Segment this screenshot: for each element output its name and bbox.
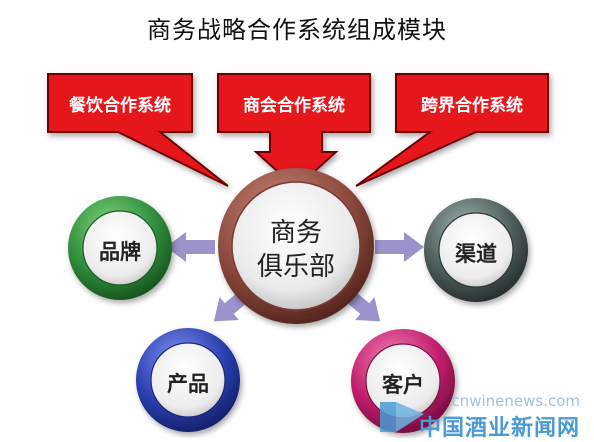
brand-label: 品牌 (99, 239, 141, 264)
center-label-line2: 俱乐部 (256, 252, 335, 282)
callout-business (217, 73, 371, 190)
channel-label: 渠道 (455, 241, 497, 266)
product-label: 产品 (167, 371, 209, 396)
customer-node (351, 329, 455, 433)
callout-business-shape (217, 73, 371, 190)
callout-catering (47, 73, 229, 187)
arrow-to-brand (166, 232, 215, 262)
callout-crossover-label: 跨界合作系统 (421, 96, 523, 116)
watermark-logo (380, 402, 424, 432)
center-node (218, 168, 374, 324)
product-node (136, 328, 240, 432)
callout-business-label: 商会合作系统 (243, 96, 345, 116)
callout-catering-label: 餐饮合作系统 (69, 96, 171, 116)
brand-node (68, 196, 172, 300)
callout-catering-shape (47, 73, 229, 187)
arrow-to-channel (375, 232, 424, 262)
callout-crossover-shape (355, 73, 549, 187)
watermark-name: 中国酒业新闻网 (418, 416, 580, 441)
diagram-title: 商务战略合作系统组成模块 (147, 16, 447, 44)
watermark-url: cnwinenews.com (451, 392, 580, 410)
customer-label: 客户 (382, 372, 424, 397)
channel-node (424, 198, 528, 302)
center-label-line1: 商务 (269, 218, 322, 248)
callout-crossover (355, 73, 549, 187)
